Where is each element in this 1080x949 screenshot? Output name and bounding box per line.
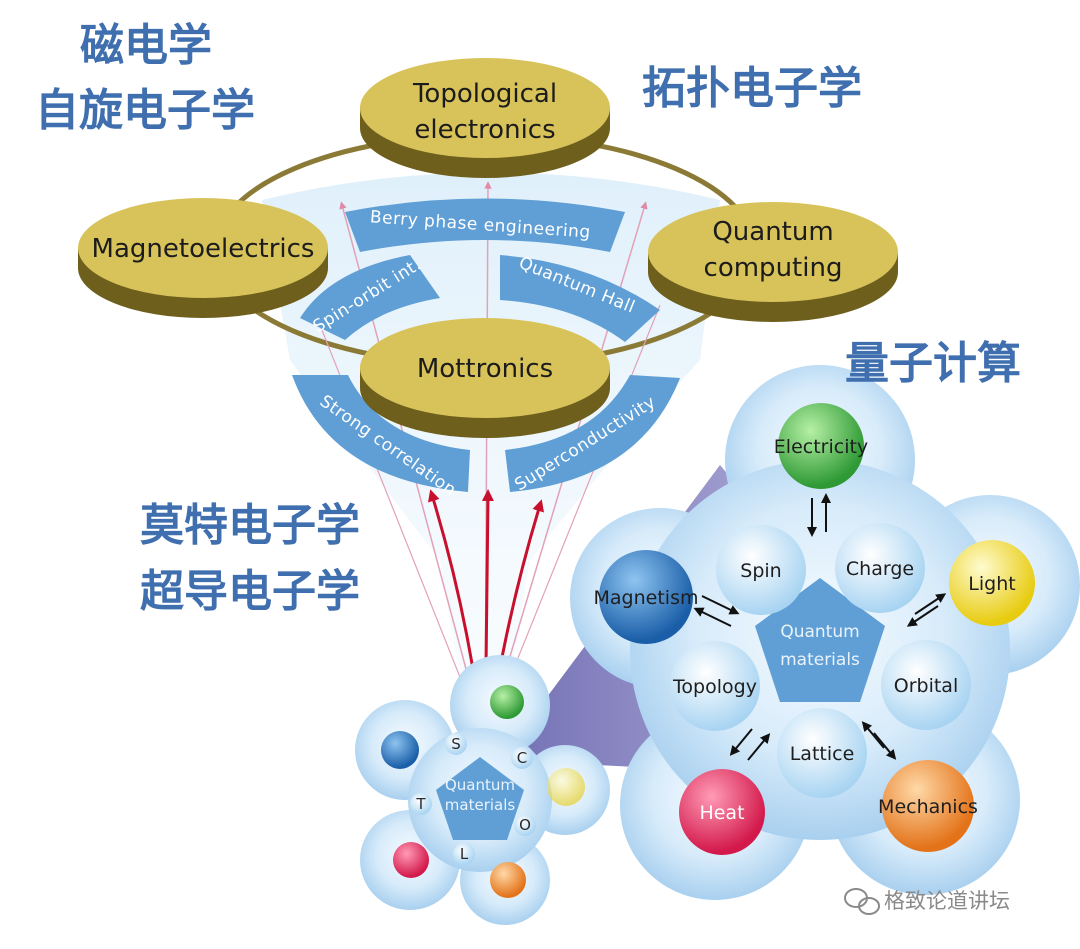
disk-mottronics-label: Mottronics bbox=[417, 354, 553, 384]
small-letter-l: L bbox=[453, 843, 475, 865]
svg-text:Electricity: Electricity bbox=[774, 436, 868, 458]
svg-text:Charge: Charge bbox=[846, 558, 914, 580]
svg-text:L: L bbox=[460, 845, 469, 863]
large-qm-line1: Quantum bbox=[780, 622, 859, 642]
disk-topological-line1: Topological bbox=[412, 79, 557, 109]
disk-quantum-line1: Quantum bbox=[712, 217, 833, 247]
inner-topology: Topology bbox=[670, 641, 760, 731]
watermark: 格致论道讲坛 bbox=[845, 889, 1010, 914]
small-magnetism-sphere bbox=[381, 731, 419, 769]
outer-heat: Heat bbox=[679, 769, 765, 855]
svg-text:Magnetism: Magnetism bbox=[594, 587, 699, 609]
small-letter-s: S bbox=[445, 733, 467, 755]
small-qm-line1: Quantum bbox=[445, 776, 515, 794]
svg-text:Orbital: Orbital bbox=[894, 675, 958, 697]
outer-light: Light bbox=[949, 540, 1035, 626]
small-heat-sphere bbox=[393, 842, 429, 878]
disk-topological-line2: electronics bbox=[414, 115, 555, 145]
small-light-sphere bbox=[547, 768, 585, 806]
small-letter-t: T bbox=[410, 793, 432, 815]
inner-orbital: Orbital bbox=[881, 640, 971, 730]
disk-magnetoelectrics-label: Magnetoelectrics bbox=[92, 234, 315, 264]
svg-text:Lattice: Lattice bbox=[790, 743, 855, 765]
small-qm-line2: materials bbox=[445, 796, 516, 814]
svg-text:C: C bbox=[517, 749, 527, 767]
cn-mottronics-label: 莫特电子学 bbox=[140, 500, 360, 551]
wechat-icon bbox=[845, 889, 879, 914]
svg-text:Topology: Topology bbox=[672, 676, 757, 698]
svg-text:Spin: Spin bbox=[740, 560, 781, 582]
cn-quantum-computing-label: 量子计算 bbox=[845, 338, 1021, 389]
small-electricity-sphere bbox=[490, 685, 524, 719]
small-mechanics-sphere bbox=[490, 862, 526, 898]
disk-topological: Topological electronics bbox=[360, 58, 610, 178]
small-letter-o: O bbox=[514, 814, 536, 836]
small-letter-c: C bbox=[511, 747, 533, 769]
inner-charge: Charge bbox=[835, 523, 925, 613]
cn-superconducting-label: 超导电子学 bbox=[140, 566, 360, 617]
large-qm-line2: materials bbox=[780, 650, 860, 670]
large-cluster: Quantum materials Spin Charge Orbital La… bbox=[570, 365, 1080, 900]
disk-quantum-line2: computing bbox=[704, 253, 843, 283]
disk-quantum: Quantum computing bbox=[648, 202, 898, 322]
svg-text:Light: Light bbox=[968, 573, 1015, 595]
svg-text:Mechanics: Mechanics bbox=[878, 796, 978, 818]
disk-magnetoelectrics: Magnetoelectrics bbox=[78, 198, 328, 318]
svg-text:S: S bbox=[451, 735, 461, 753]
cn-magnetoelectric-label: 磁电学 bbox=[80, 20, 212, 71]
inner-lattice: Lattice bbox=[777, 708, 867, 798]
svg-text:T: T bbox=[415, 795, 426, 813]
svg-text:Heat: Heat bbox=[699, 802, 744, 824]
watermark-text: 格致论道讲坛 bbox=[884, 889, 1010, 913]
inner-spin: Spin bbox=[716, 525, 806, 615]
disk-mottronics: Mottronics bbox=[360, 318, 610, 438]
cn-spintronics-label: 自旋电子学 bbox=[35, 85, 255, 136]
svg-text:O: O bbox=[519, 816, 531, 834]
cn-topological-label: 拓扑电子学 bbox=[642, 63, 862, 114]
